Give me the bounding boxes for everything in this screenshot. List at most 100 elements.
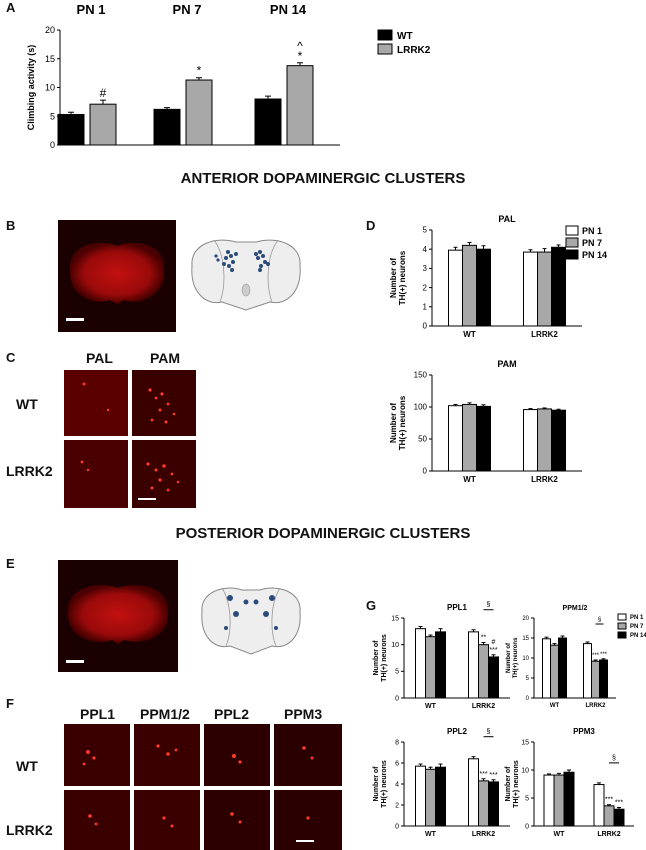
significance-mark: ***: [605, 797, 613, 804]
x-tick-label: WT: [463, 330, 476, 339]
posterior-heading: POSTERIOR DOPAMINERGIC CLUSTERS: [175, 525, 471, 542]
y-tick-label: 4: [395, 781, 399, 788]
chart-title: PAL: [498, 214, 516, 224]
bar: [593, 784, 605, 827]
y-tick-label: 10: [522, 656, 529, 662]
micrograph-grid-posterior: [64, 724, 342, 850]
y-tick-label: 0: [395, 823, 399, 830]
group-title: PN 1: [77, 2, 106, 17]
panel-label-f: F: [6, 696, 14, 711]
y-axis-label: TH(+) neurons: [398, 250, 407, 305]
x-tick-label: WT: [463, 475, 476, 484]
significance-mark: §: [598, 617, 601, 623]
significance-mark: ***: [615, 800, 623, 807]
bar: [435, 766, 446, 827]
legend-swatch: [617, 613, 627, 621]
chart-title: PPL1: [447, 603, 468, 612]
significance-mark: ^: [297, 39, 303, 53]
y-tick-label: 5: [525, 795, 529, 802]
scale-bar: [66, 318, 84, 321]
y-tick-label: 0: [423, 322, 428, 331]
significance-mark: §: [487, 729, 491, 736]
bar: [543, 774, 555, 827]
bar: [425, 768, 436, 827]
x-tick-label: LRRK2: [585, 703, 606, 709]
bar: [425, 636, 436, 699]
group-title: PN 14: [270, 2, 307, 17]
y-axis-label: Climbing activity (s): [26, 45, 36, 131]
brain-diagram-posterior: [201, 587, 301, 655]
bar: [550, 644, 559, 699]
legend-label: PN 1: [582, 226, 602, 236]
bar: [462, 403, 477, 472]
y-axis-label: TH(+) neurons: [381, 760, 388, 808]
chart-title: PAM: [497, 359, 516, 369]
chart-title: PPM3: [573, 727, 595, 736]
significance-mark: ***: [489, 647, 497, 654]
bar: [603, 805, 615, 827]
bar: [89, 103, 117, 146]
y-tick-label: 0: [395, 695, 399, 702]
lrrk2-row-label-f: LRRK2: [6, 822, 53, 838]
y-axis-label: Number of: [373, 766, 380, 802]
x-tick-label: LRRK2: [597, 831, 620, 838]
bar: [468, 758, 479, 827]
bar: [591, 660, 600, 699]
y-axis-label: Number of: [373, 640, 380, 676]
legend-swatch: [377, 29, 393, 41]
significance-mark: ***: [600, 652, 608, 658]
y-tick-label: 2: [423, 283, 428, 292]
group-title: PN 7: [173, 2, 202, 17]
y-tick-label: 10: [391, 642, 399, 649]
y-tick-label: 3: [423, 264, 428, 273]
bar: [599, 659, 608, 699]
significance-mark: #: [100, 86, 107, 100]
significance-mark: ***: [489, 772, 497, 779]
y-tick-label: 0: [423, 467, 428, 476]
bar: [415, 765, 426, 827]
significance-mark: **: [481, 635, 487, 642]
bar: [153, 108, 181, 146]
bar: [558, 637, 567, 699]
legend-label: PN 14: [582, 250, 607, 260]
y-axis-label: Number of: [506, 642, 512, 673]
bar: [286, 65, 314, 146]
pam-cluster-icon: [214, 250, 270, 272]
y-tick-label: 50: [418, 435, 427, 444]
ppl1-column-label: PPL1: [80, 706, 116, 722]
y-tick-label: 5: [423, 226, 428, 235]
significance-mark: §: [612, 755, 616, 762]
bar: [537, 251, 552, 327]
y-tick-label: 0: [526, 696, 530, 702]
legend-swatch: [565, 237, 579, 248]
y-tick-label: 150: [414, 371, 428, 380]
x-tick-label: WT: [425, 831, 437, 838]
y-axis-label: TH(+) neurons: [398, 395, 407, 450]
legend-label: WT: [397, 31, 413, 42]
x-tick-label: WT: [425, 703, 437, 710]
panel-label-a: A: [6, 0, 16, 15]
y-axis-label: TH(+) neurons: [381, 634, 388, 682]
legend-swatch: [617, 622, 627, 630]
ppm12-column-label: PPM1/2: [140, 706, 190, 722]
bar: [523, 409, 538, 472]
y-axis-label: TH(+) neurons: [513, 637, 519, 678]
bar: [185, 79, 213, 146]
panel-label-e: E: [6, 556, 15, 571]
y-tick-label: 0: [525, 823, 529, 830]
chart-title: PPM1/2: [563, 605, 588, 612]
pam-column-label: PAM: [150, 350, 181, 366]
y-tick-label: 1: [423, 302, 428, 311]
x-tick-label: WT: [554, 831, 566, 838]
panel-label-c: C: [6, 350, 16, 365]
micrograph-grid-anterior: [64, 370, 196, 508]
bar: [551, 246, 566, 327]
y-tick-label: 15: [521, 739, 529, 746]
bar: [478, 780, 489, 827]
bar: [435, 631, 446, 699]
bar: [551, 409, 566, 472]
